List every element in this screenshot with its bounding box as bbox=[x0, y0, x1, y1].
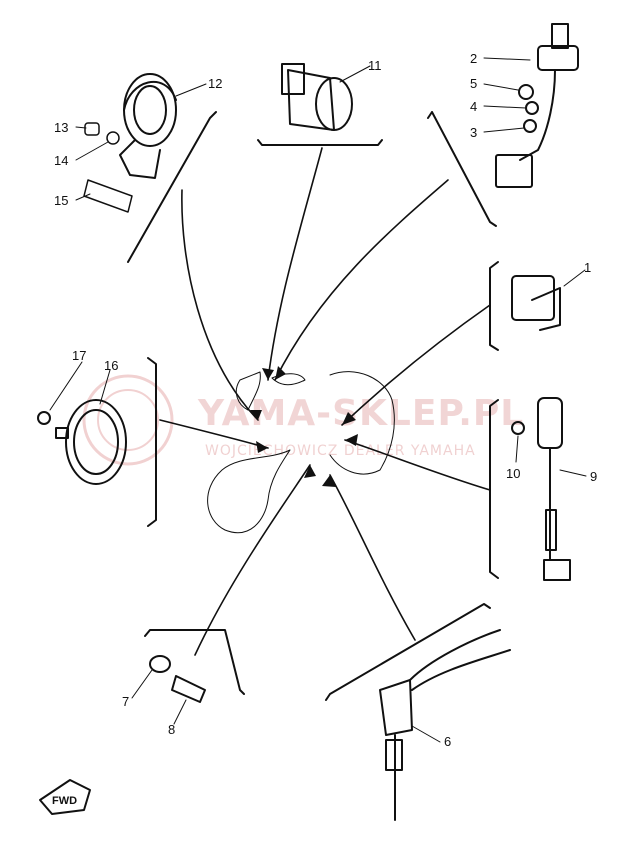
callout-13: 13 bbox=[54, 120, 68, 135]
headlight-part bbox=[37, 399, 127, 485]
callout-7: 7 bbox=[122, 694, 129, 709]
flasher-relay-part bbox=[281, 63, 353, 131]
callout-labels: 1 2 3 4 5 6 7 8 9 10 11 12 13 14 15 16 1… bbox=[54, 51, 597, 749]
callout-8: 8 bbox=[168, 722, 175, 737]
callout-2: 2 bbox=[470, 51, 477, 66]
callout-12: 12 bbox=[208, 76, 222, 91]
horn-part bbox=[119, 73, 177, 179]
watermark-title: YAMA-SKLEP.PL bbox=[197, 393, 524, 434]
callout-11: 11 bbox=[368, 58, 382, 73]
arrow-heads bbox=[250, 366, 358, 487]
fwd-badge-text: FWD bbox=[52, 795, 77, 807]
callout-9: 9 bbox=[590, 469, 597, 484]
watermark-logo-outer bbox=[82, 374, 174, 466]
callout-14: 14 bbox=[54, 153, 68, 168]
switch-assembly-part bbox=[511, 397, 571, 581]
callout-3: 3 bbox=[470, 125, 477, 140]
sensor-part bbox=[149, 655, 206, 703]
relay-part bbox=[511, 275, 561, 331]
callout-17: 17 bbox=[72, 348, 86, 363]
coil-part bbox=[379, 629, 511, 821]
callout-10: 10 bbox=[506, 466, 520, 481]
watermark-subtitle: WOJCIECHOWICZ DEALER YAMAHA bbox=[205, 443, 476, 459]
main-switch-part bbox=[495, 23, 579, 188]
fwd-badge: FWD bbox=[39, 779, 91, 815]
callout-16: 16 bbox=[104, 358, 118, 373]
leader-lines bbox=[159, 147, 491, 656]
callout-5: 5 bbox=[470, 76, 477, 91]
callout-leaders bbox=[49, 57, 587, 743]
callout-1: 1 bbox=[584, 260, 591, 275]
callout-15: 15 bbox=[54, 193, 68, 208]
callout-4: 4 bbox=[470, 99, 477, 114]
watermark-logo-inner bbox=[97, 389, 159, 451]
horn-bolt bbox=[83, 122, 133, 213]
callout-6: 6 bbox=[444, 734, 451, 749]
watermark: YAMA-SKLEP.PL WOJCIECHOWICZ DEALER YAMAH… bbox=[82, 374, 524, 466]
group-brackets bbox=[127, 111, 499, 701]
